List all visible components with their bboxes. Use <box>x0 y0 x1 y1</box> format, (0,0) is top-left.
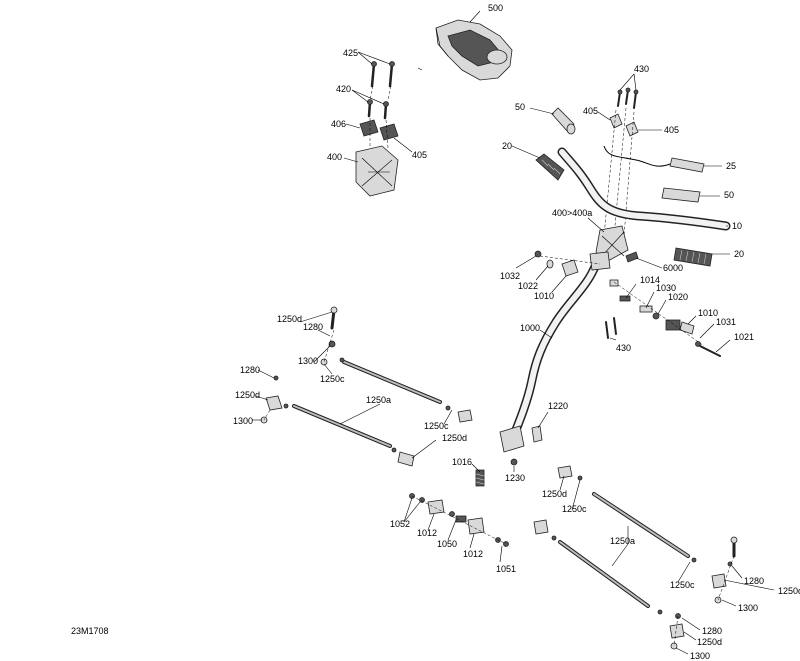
label-405-mid: 405 <box>583 106 598 116</box>
label-1010-left: 1010 <box>534 291 554 301</box>
label-1031: 1031 <box>716 317 736 327</box>
label-1250c-b: 1250c <box>424 421 449 431</box>
label-1020: 1020 <box>668 292 688 302</box>
label-1300-c: 1300 <box>738 603 758 613</box>
tie-rod-1250a-right <box>558 492 690 608</box>
label-25: 25 <box>726 161 736 171</box>
label-1300-a: 1300 <box>298 356 318 366</box>
spacer-405 <box>379 123 399 141</box>
diagram-id: 23M1708 <box>71 626 109 636</box>
label-1300-d: 1300 <box>690 651 710 661</box>
clamp-405-right-b <box>625 121 639 137</box>
label-1250a-left: 1250a <box>366 395 391 405</box>
label-1220: 1220 <box>548 401 568 411</box>
label-1032: 1032 <box>500 271 520 281</box>
label-405-left: 405 <box>412 150 427 160</box>
label-405-right: 405 <box>664 125 679 135</box>
label-1250d-a: 1250d <box>277 314 302 324</box>
label-1230: 1230 <box>505 473 525 483</box>
label-1010-right: 1010 <box>698 308 718 318</box>
grip-20-right <box>673 247 713 267</box>
label-20-left: 20 <box>502 141 512 151</box>
label-1012-a: 1012 <box>417 528 437 538</box>
column-right-parts <box>609 279 721 357</box>
bar-end-50-right <box>661 187 701 203</box>
clamp-400 <box>355 145 399 197</box>
label-1250a-right: 1250a <box>610 536 635 546</box>
grip-20-left <box>535 153 565 181</box>
label-50-right: 50 <box>724 190 734 200</box>
label-1021: 1021 <box>734 332 754 342</box>
label-1000: 1000 <box>520 323 540 333</box>
label-1250c-a: 1250c <box>320 374 345 384</box>
clamp-bolts-425 <box>370 61 395 88</box>
bolt-1016 <box>475 469 485 487</box>
label-20-right: 20 <box>734 249 744 259</box>
label-10: 10 <box>732 221 742 231</box>
label-1051: 1051 <box>496 564 516 574</box>
label-406: 406 <box>331 119 346 129</box>
label-1022: 1022 <box>518 281 538 291</box>
linkage-bottom-center <box>409 493 509 547</box>
bolt-1032 <box>534 250 542 258</box>
grip-25 <box>603 145 705 173</box>
label-1250d-b: 1250d <box>235 390 260 400</box>
bar-end-50-left <box>551 107 576 135</box>
label-1280-c: 1280 <box>744 576 764 586</box>
nut-1230 <box>510 458 518 466</box>
label-1012-b: 1012 <box>463 549 483 559</box>
label-1014: 1014 <box>640 275 660 285</box>
label-400a: 400>400a <box>552 208 592 218</box>
bolt-1220 <box>531 425 543 443</box>
washers-420 <box>367 99 389 120</box>
label-6000: 6000 <box>663 263 683 273</box>
handlebar-cover-500 <box>435 19 513 81</box>
handlebar-10 <box>557 147 731 231</box>
steering-column-1000 <box>499 251 611 453</box>
label-1280-b: 1280 <box>240 365 260 375</box>
bolts-430-lower <box>605 317 617 339</box>
clamp-405-right-a <box>609 113 623 129</box>
tie-rod-ends-left <box>260 306 473 467</box>
label-1050: 1050 <box>437 539 457 549</box>
label-1030: 1030 <box>656 283 676 293</box>
switch-6000 <box>625 251 639 263</box>
washer-1022 <box>546 259 554 269</box>
label-1280-d: 1280 <box>702 626 722 636</box>
bolts-430-top <box>617 87 639 109</box>
label-1250c-c: 1250c <box>562 504 587 514</box>
label-1016: 1016 <box>452 457 472 467</box>
label-425: 425 <box>343 48 358 58</box>
label-420: 420 <box>336 84 351 94</box>
spacer-406 <box>359 119 379 137</box>
label-430-lower: 430 <box>616 343 631 353</box>
label-1250d-c: 1250d <box>442 433 467 443</box>
tie-rod-1250a-left <box>292 360 442 448</box>
label-430-top: 430 <box>634 64 649 74</box>
label-400: 400 <box>327 152 342 162</box>
label-1300-b: 1300 <box>233 416 253 426</box>
label-1052: 1052 <box>390 519 410 529</box>
label-1250d-f: 1250d <box>697 637 722 647</box>
label-500: 500 <box>488 3 503 13</box>
label-1250d-d: 1250d <box>542 489 567 499</box>
label-1250d-e: 1250d <box>778 586 800 596</box>
label-50-left: 50 <box>515 102 525 112</box>
bushing-1010-left <box>561 259 579 277</box>
label-1250c-d: 1250c <box>670 580 695 590</box>
label-1280-a: 1280 <box>303 322 323 332</box>
